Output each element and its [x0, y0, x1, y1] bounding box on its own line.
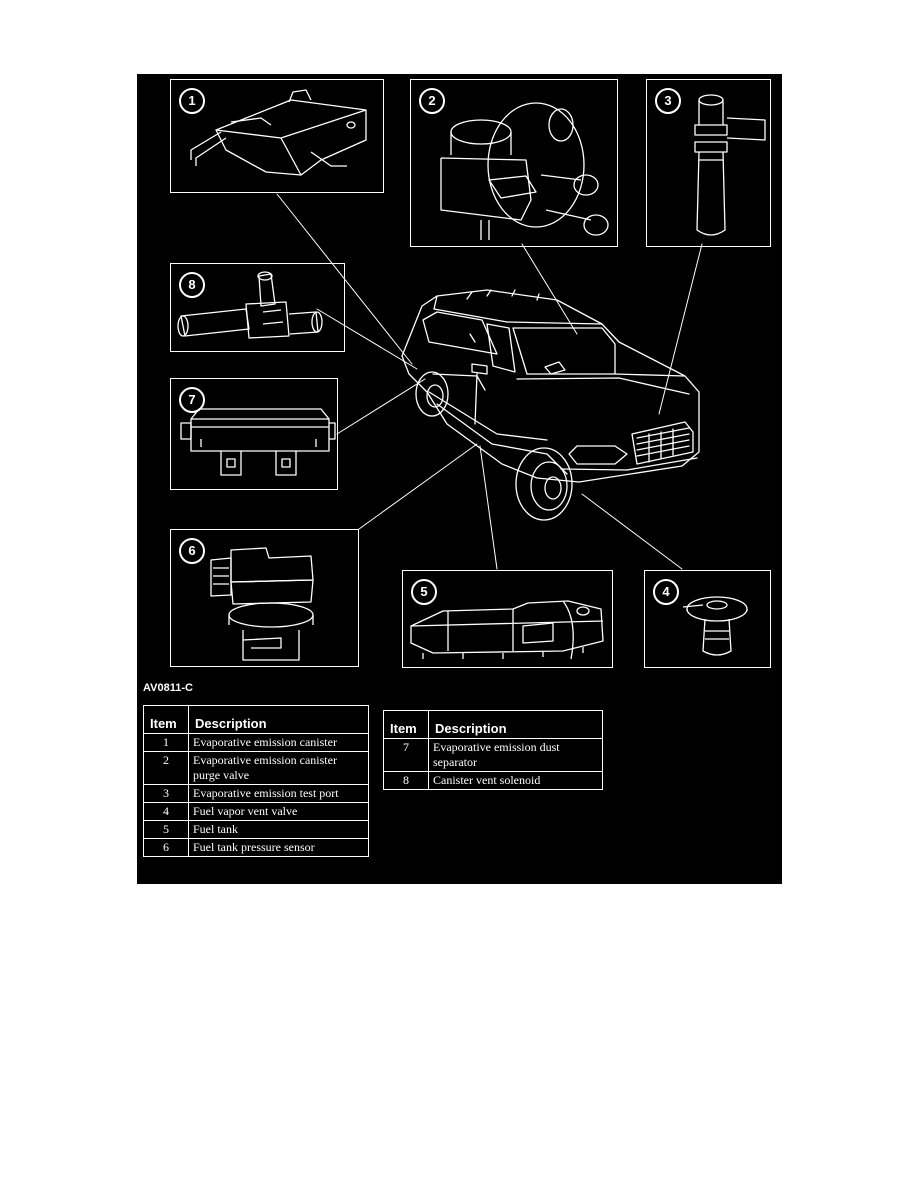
- fuel-tank-drawing-icon: [410, 600, 604, 660]
- callout-7: 7: [170, 378, 338, 490]
- item-description: Fuel tank: [188, 820, 369, 839]
- callout-1: 1: [170, 79, 384, 193]
- item-number: 8: [383, 771, 429, 790]
- table-row: 7 Evaporative emission dust separator: [383, 738, 603, 772]
- legend-table-items-7-8: Item Description 7 Evaporative emission …: [383, 710, 603, 790]
- callout-number: 5: [411, 579, 437, 605]
- item-number: 7: [383, 738, 429, 772]
- pressure-sensor-drawing-icon: [210, 547, 314, 661]
- callout-number: 6: [179, 538, 205, 564]
- column-header-item: Item: [383, 710, 429, 739]
- suv-outline: [401, 289, 700, 483]
- table-row: 4 Fuel vapor vent valve: [143, 802, 369, 821]
- callout-number: 7: [179, 387, 205, 413]
- callout-number: 1: [179, 88, 205, 114]
- callout-4: 4: [644, 570, 771, 668]
- column-header-description: Description: [188, 705, 369, 734]
- table-row: 8 Canister vent solenoid: [383, 771, 603, 790]
- canister-drawing-icon: [190, 89, 367, 176]
- vent-solenoid-drawing-icon: [177, 271, 323, 339]
- leader-lines: [276, 193, 703, 570]
- item-description: Evaporative emission canister purge valv…: [188, 751, 369, 785]
- item-description: Canister vent solenoid: [428, 771, 603, 790]
- table-header-row: Item Description: [143, 705, 369, 734]
- item-description: Evaporative emission dust separator: [428, 738, 603, 772]
- item-number: 3: [143, 784, 189, 803]
- item-description: Evaporative emission test port: [188, 784, 369, 803]
- item-description: Fuel tank pressure sensor: [188, 838, 369, 857]
- table-row: 2 Evaporative emission canister purge va…: [143, 751, 369, 785]
- item-description: Fuel vapor vent valve: [188, 802, 369, 821]
- purge-valve-drawing-icon: [440, 102, 609, 240]
- front-wheel-icon: [515, 447, 573, 521]
- vehicle-illustration: [276, 193, 703, 570]
- column-header-item: Item: [143, 705, 189, 734]
- table-header-row: Item Description: [383, 710, 603, 739]
- item-number: 4: [143, 802, 189, 821]
- callout-2: 2: [410, 79, 618, 247]
- callout-5: 5: [402, 570, 613, 668]
- rear-wheel-icon: [415, 371, 449, 417]
- item-number: 6: [143, 838, 189, 857]
- item-number: 1: [143, 733, 189, 752]
- callout-number: 8: [179, 272, 205, 298]
- table-row: 1 Evaporative emission canister: [143, 733, 369, 752]
- figure-code-label: AV0811-C: [143, 682, 193, 694]
- callout-3: 3: [646, 79, 771, 247]
- test-port-drawing-icon: [694, 94, 766, 236]
- item-number: 5: [143, 820, 189, 839]
- callout-6: 6: [170, 529, 359, 667]
- diagram-figure: 1 2 3: [137, 74, 782, 884]
- callout-number: 4: [653, 579, 679, 605]
- column-header-description: Description: [428, 710, 603, 739]
- vent-valve-drawing-icon: [682, 596, 748, 656]
- legend-table-items-1-6: Item Description 1 Evaporative emission …: [143, 705, 369, 857]
- item-number: 2: [143, 751, 189, 785]
- table-row: 3 Evaporative emission test port: [143, 784, 369, 803]
- callout-number: 3: [655, 88, 681, 114]
- callout-number: 2: [419, 88, 445, 114]
- table-row: 6 Fuel tank pressure sensor: [143, 838, 369, 857]
- item-description: Evaporative emission canister: [188, 733, 369, 752]
- callout-8: 8: [170, 263, 345, 352]
- table-row: 5 Fuel tank: [143, 820, 369, 839]
